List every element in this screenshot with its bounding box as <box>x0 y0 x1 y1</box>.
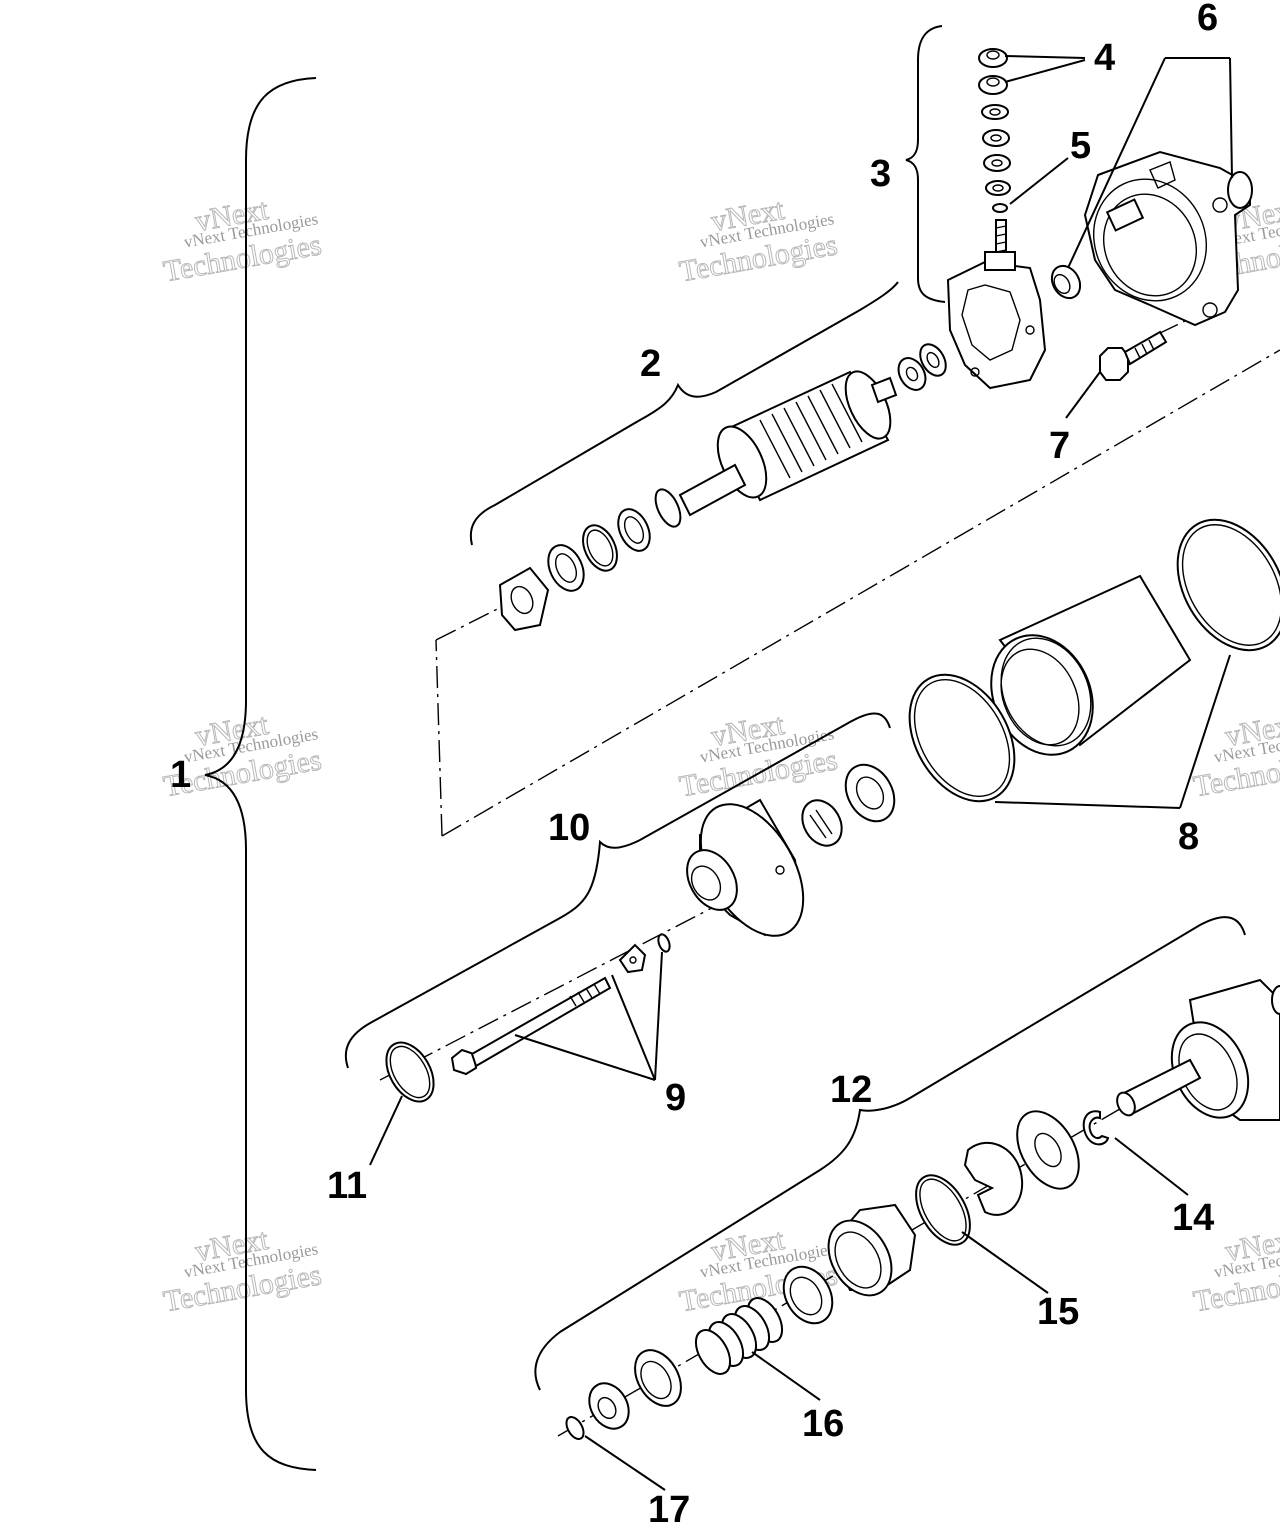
watermark-layer: vNext vNext Technologies Technologies vN… <box>161 192 1280 1319</box>
leader-lines <box>369 55 1233 1491</box>
armature <box>654 370 898 528</box>
watermark: vNext vNext Technologies Technologies <box>161 1222 325 1319</box>
callout-1: 1 <box>170 754 191 796</box>
yoke-o-rings <box>908 518 1280 803</box>
armature-brace <box>469 281 899 546</box>
snap-ring-14 <box>1082 1110 1110 1146</box>
watermark: vNext vNext Technologies Technologies <box>677 192 841 289</box>
rear-bushing <box>1050 264 1082 300</box>
callout-8: 8 <box>1178 816 1199 858</box>
axis-line-upper <box>441 349 1280 837</box>
callout-16: 16 <box>802 1403 844 1445</box>
callout-4: 4 <box>1094 37 1115 79</box>
callout-12: 12 <box>830 1069 872 1111</box>
spring-collar <box>588 1349 682 1430</box>
armature-shims <box>498 508 651 632</box>
clutch-brace <box>534 916 1246 1391</box>
callout-15: 15 <box>1037 1291 1079 1333</box>
callout-10: 10 <box>548 807 590 849</box>
front-cover <box>686 763 896 937</box>
drive-gear <box>1116 978 1280 1121</box>
callout-9: 9 <box>665 1077 686 1119</box>
callout-17: 17 <box>648 1489 690 1531</box>
armature-end-washers <box>897 343 947 391</box>
callout-6: 6 <box>1197 0 1218 39</box>
front-cover-brace <box>344 712 891 1069</box>
callout-3: 3 <box>870 153 891 195</box>
callout-7: 7 <box>1049 425 1070 467</box>
through-bolts-9 <box>450 933 671 1076</box>
yoke <box>990 574 1192 756</box>
front-o-ring <box>385 1041 435 1103</box>
retaining-clip-17 <box>565 1416 585 1440</box>
through-bolt-7 <box>1099 330 1168 381</box>
axis-line-connector-left <box>435 639 443 837</box>
callout-2: 2 <box>640 343 661 385</box>
watermark: vNext vNext Technologies Technologies <box>161 192 325 289</box>
callout-11: 11 <box>327 1165 367 1207</box>
watermark: vNext vNext Technologies Technologies <box>677 707 841 804</box>
terminal-nuts-washers <box>978 48 1011 213</box>
brush-plate <box>946 251 1047 390</box>
pinion-gear <box>782 1203 917 1325</box>
spring-16 <box>694 1297 784 1375</box>
ring-15 <box>915 1174 971 1246</box>
callout-5: 5 <box>1070 125 1091 167</box>
stop-washers <box>963 1110 1080 1216</box>
callout-14: 14 <box>1172 1197 1214 1239</box>
rear-housing <box>1083 150 1253 327</box>
assembly-brace <box>204 77 317 1471</box>
callouts: 1 2 3 4 5 6 7 8 9 10 11 12 14 15 16 17 <box>170 0 1218 1531</box>
brush-assembly-brace <box>905 25 946 303</box>
